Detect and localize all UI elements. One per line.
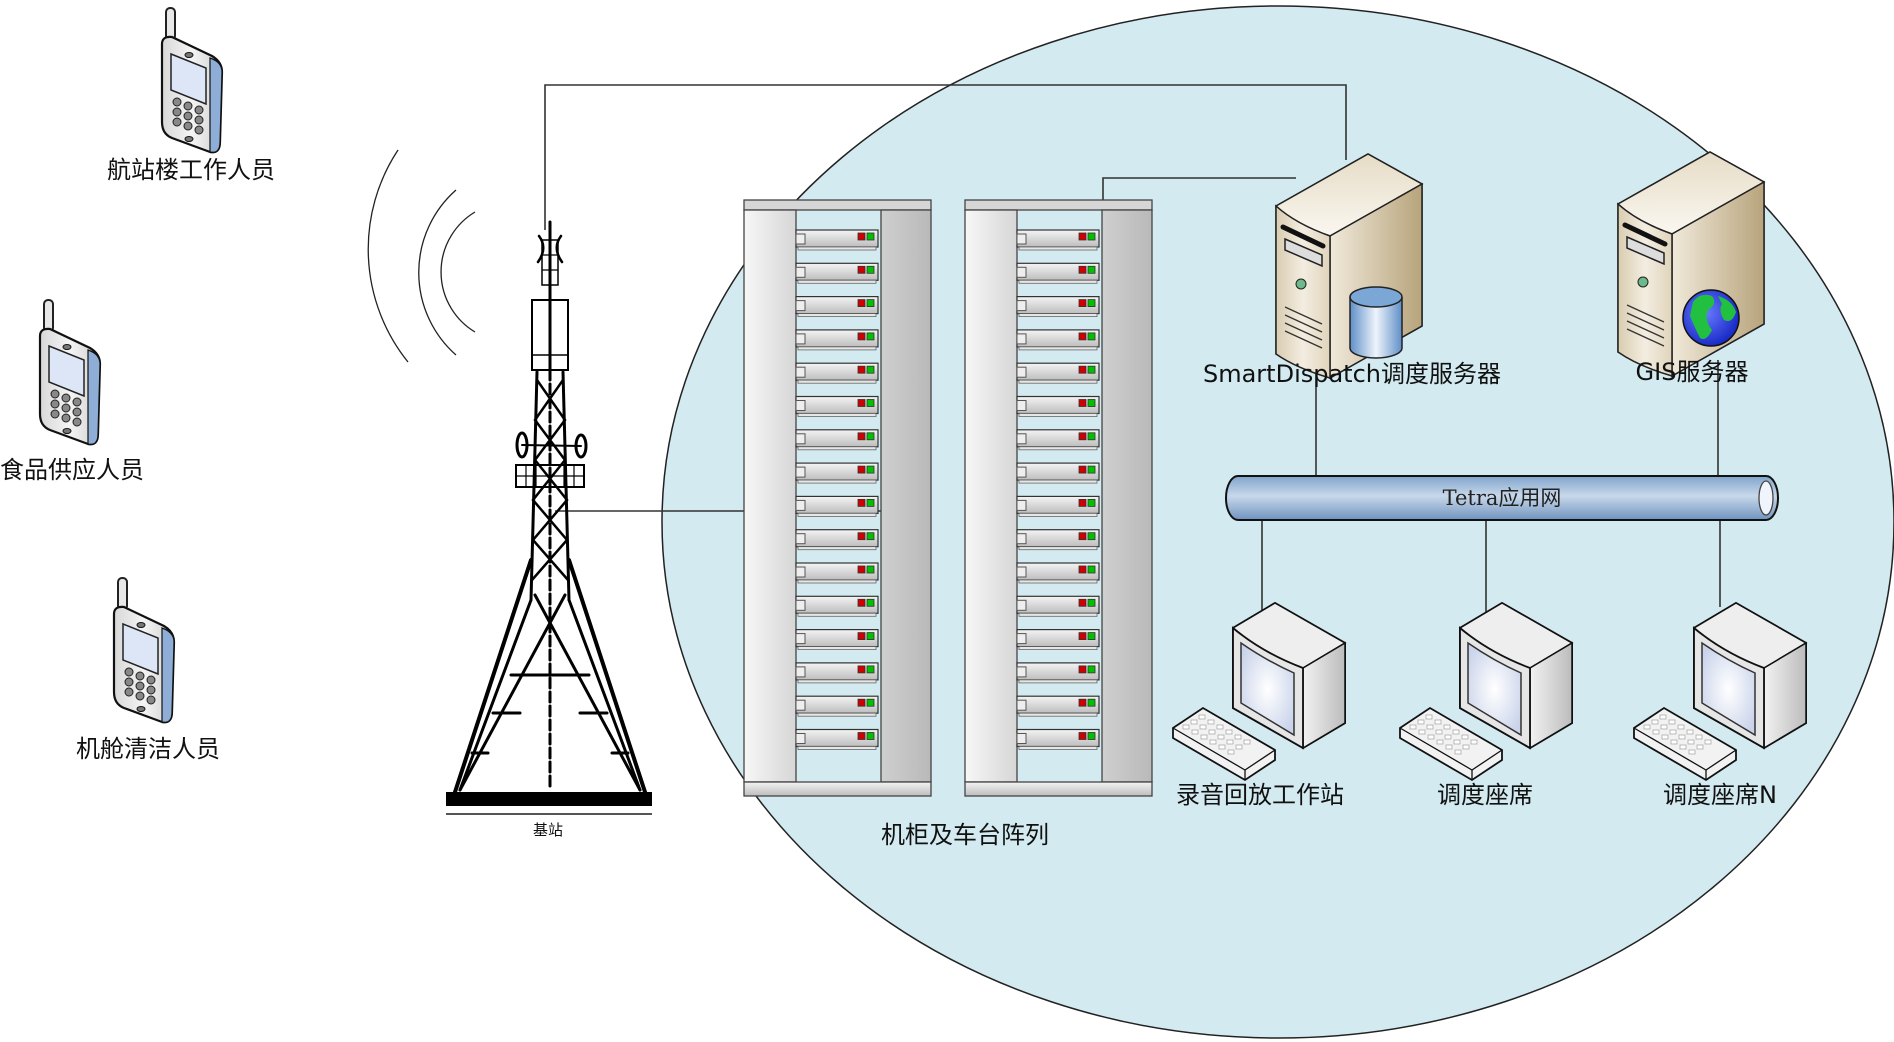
mobile-phone-icon [112,576,176,724]
rack-unit [1016,395,1100,418]
rack-unit [1016,462,1100,484]
rack-unit [1016,562,1100,584]
rack-unit [795,662,879,684]
rack-unit [1016,429,1100,451]
radio-wave-icon [367,149,476,363]
rack-unit [795,728,879,751]
rack-array-label: 机柜及车台阵列 [881,821,1049,849]
rack-unit [1016,728,1100,751]
workstation-dispatch-seat[interactable]: 调度座席 [1399,602,1573,809]
database-icon [1349,286,1403,359]
phone-label: 食品供应人员 [0,456,144,484]
tower-base [446,792,652,806]
rack-unit [795,595,879,617]
rack-unit [1016,595,1100,617]
workstation-label: 调度座席N [1663,781,1777,809]
rack-unit [1016,662,1100,684]
rack-unit [1016,695,1100,717]
phone-food-supply: 食品供应人员 [0,298,144,484]
rack-unit [795,462,879,484]
rack-unit [1016,362,1100,384]
phone-label: 机舱清洁人员 [76,735,220,763]
workstation-recording[interactable]: 录音回放工作站 [1172,602,1346,809]
phone-label: 航站楼工作人员 [107,156,275,184]
gis-server[interactable]: GIS服务器 [1618,152,1764,386]
rack-unit [1016,229,1100,251]
rack-unit [1016,628,1100,651]
rack-unit [795,229,879,251]
rack-unit [795,695,879,717]
rack-unit [795,562,879,584]
network-pipe-icon [1225,475,1779,521]
server-label: SmartDispatch调度服务器 [1203,360,1501,388]
workstation-label: 录音回放工作站 [1176,781,1344,809]
rack-unit [795,495,879,518]
rack-unit [1016,262,1100,284]
rack-unit [795,296,879,318]
workstation-label: 调度座席 [1437,781,1533,809]
rack-unit [1016,329,1100,351]
smartdispatch-server[interactable]: SmartDispatch调度服务器 [1203,154,1501,388]
network-label: Tetra应用网 [1443,486,1562,510]
rack-unit [795,395,879,418]
rack-unit [795,529,879,551]
rack-unit [795,362,879,384]
rack-unit [1016,529,1100,551]
phone-cabin-cleaning: 机舱清洁人员 [76,576,220,763]
rack-unit [795,262,879,284]
rack-unit [1016,495,1100,518]
base-station-label: 基站 [533,821,563,839]
tetra-network: Tetra应用网 [1225,475,1779,521]
rack-unit [795,628,879,651]
mobile-phone-icon [160,6,224,154]
server-rack-icon [964,199,1153,797]
phone-terminal-staff: 航站楼工作人员 [107,6,275,184]
rack-array: 机柜及车台阵列 [743,199,1153,849]
rack-unit [795,429,879,451]
rack-unit [795,329,879,351]
server-label: GIS服务器 [1636,358,1749,386]
globe-icon [1682,289,1740,347]
base-station: 基站 [446,220,652,839]
server-rack-icon [743,199,932,797]
link-tower-smartdispatch [544,84,1347,230]
mobile-phone-icon [38,298,102,446]
rack-unit [1016,296,1100,318]
radio-tower-icon [453,220,647,794]
workstation-dispatch-seat-n[interactable]: 调度座席N [1633,602,1807,809]
